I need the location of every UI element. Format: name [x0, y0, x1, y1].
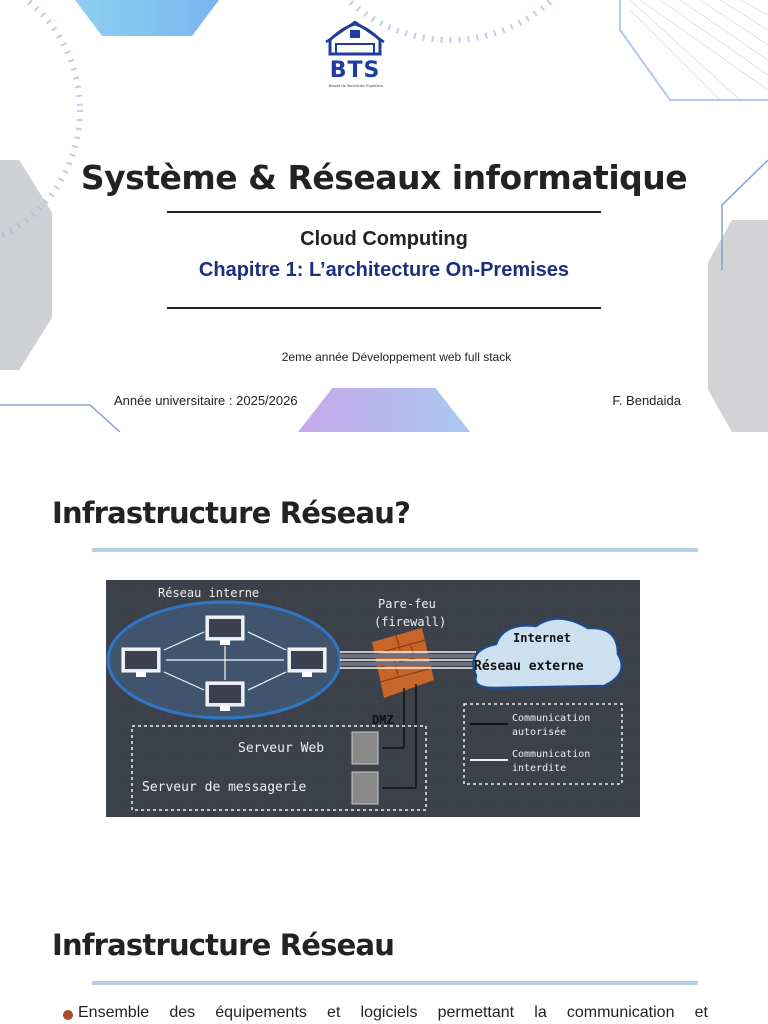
mail-server-icon: [351, 771, 379, 805]
bts-logo: BTS Brevet de Technicien Supérieur: [322, 20, 388, 96]
academic-year: Année universitaire : 2025/2026: [114, 393, 298, 408]
bullet-dot: [63, 1010, 73, 1020]
firewall-label-sub: (firewall): [374, 615, 446, 629]
study-level: 2eme année Développement web full stack: [281, 350, 512, 364]
section-title: Infrastructure Réseau: [52, 928, 395, 962]
bullet-word: Ensemble: [78, 1004, 150, 1021]
bullet-word: équipements: [215, 1004, 307, 1021]
decorative-hexagon-right: [708, 220, 768, 432]
bullet-word: la: [534, 1004, 547, 1021]
internet-cloud-icon: [472, 617, 623, 690]
content-slides: Infrastructure Réseau? Réseau interne: [0, 432, 768, 1024]
legend-box: [463, 703, 623, 785]
bullet-text: Ensemble des équipements et logiciels permett…: [78, 1004, 708, 1022]
section-underline-2: [92, 981, 698, 985]
bullet-word: des: [169, 1004, 196, 1021]
bullet-word: et: [694, 1004, 708, 1021]
bullet-word: logiciels: [360, 1004, 418, 1021]
bullet-word: communication: [566, 1004, 675, 1021]
internet-label: Internet: [513, 631, 571, 645]
section-underline: [92, 548, 698, 552]
dmz-label: DMZ: [372, 713, 394, 727]
slide-title: Système & Réseaux informatique: [80, 158, 688, 197]
course-name: Cloud Computing: [300, 228, 468, 250]
monitor-icon: [205, 615, 245, 645]
title-divider-bottom: [167, 307, 601, 309]
legend-forbidden-label: Communication: [512, 749, 590, 760]
logo-crown-icon: [325, 20, 385, 56]
monitor-icon: [121, 647, 161, 677]
firewall-label: Pare-feu: [378, 597, 436, 611]
chapter-title: Chapitre 1: L’architecture On-Premises: [198, 259, 570, 281]
external-network-label: Réseau externe: [474, 659, 584, 674]
monitor-icon: [205, 681, 245, 711]
legend-label-line2: interdite: [512, 763, 566, 774]
web-server-label: Serveur Web: [238, 741, 324, 756]
internal-network-label: Réseau interne: [158, 586, 259, 600]
bullet-word: permettant: [437, 1004, 515, 1021]
web-server-icon: [351, 731, 379, 765]
title-divider-top: [167, 211, 601, 213]
dmz-box: [131, 725, 427, 811]
monitor-icon: [287, 647, 327, 677]
logo-letters: BTS: [329, 58, 381, 83]
bullet-word: et: [327, 1004, 341, 1021]
logo-subtext: Brevet de Technicien Supérieur: [328, 84, 384, 88]
title-slide: BTS Brevet de Technicien Supérieur Systè…: [0, 0, 768, 432]
author-name: F. Bendaida: [612, 393, 681, 408]
legend-label-line2: autorisée: [512, 726, 566, 738]
decorative-rings: [0, 0, 768, 432]
network-diagram: Réseau interne Pare-feu (firewall): [106, 580, 640, 817]
mail-server-label: Serveur de messagerie: [142, 780, 307, 795]
section-title-question: Infrastructure Réseau?: [52, 496, 411, 530]
legend-allowed-label: Communication: [512, 713, 590, 724]
